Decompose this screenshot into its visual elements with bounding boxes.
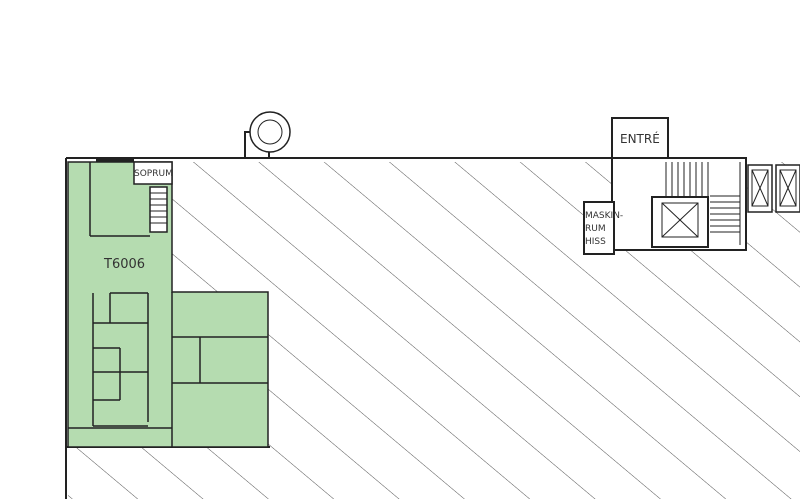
room-label-soprum: SOPRUM: [134, 169, 173, 179]
elevator-shafts: [747, 164, 800, 213]
room-label-maskinrum-line1: MASKIN-: [585, 211, 623, 221]
room-label-maskinrum-line2: RUM: [585, 224, 606, 234]
room-label-maskinrum-line3: HISS: [585, 237, 606, 247]
stair-core: [583, 117, 747, 255]
room-t6006[interactable]: [67, 158, 269, 448]
room-label-entre: ENTRÉ: [620, 131, 660, 146]
room-label-t6006: T6006: [103, 257, 145, 272]
